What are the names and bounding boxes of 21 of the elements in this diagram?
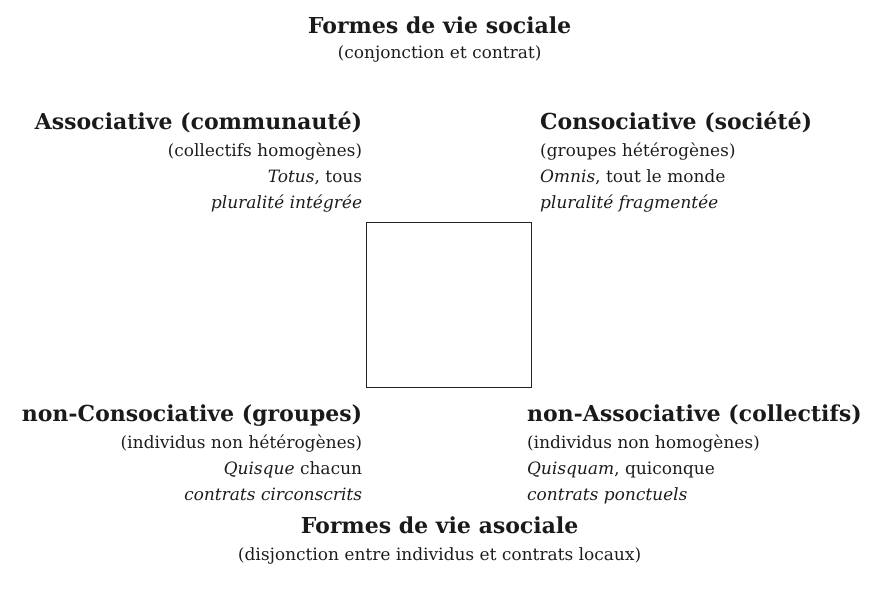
section-heading: non-Consociative (groupes): [22, 402, 362, 428]
description-text: contrats circonscrits: [184, 486, 362, 506]
section-heading: Formes de vie asociale: [300, 514, 580, 540]
subtitle-text: (groupes hétérogènes): [540, 142, 736, 162]
section-heading: Consociative (société): [540, 110, 812, 136]
description-text: contrats ponctuels: [527, 486, 688, 506]
empty-square: [366, 222, 532, 388]
description-text: pluralité fragmentée: [540, 194, 718, 214]
subtitle-text: (disjonction entre individus et contrats locaux): [236, 546, 642, 566]
description-text: pluralité intégrée: [210, 194, 362, 214]
subtitle-text: (individus non homogènes): [527, 434, 760, 454]
description-text: Totus, tous: [268, 168, 362, 188]
section-heading: Associative (communauté): [34, 110, 362, 136]
description-text: Quisquam, quiconque: [527, 460, 715, 480]
description-text: Omnis, tout le monde: [540, 168, 726, 188]
subtitle-text: (collectifs homogènes): [168, 142, 362, 162]
section-heading: Formes de vie sociale: [306, 14, 572, 40]
description-text: Quisque chacun: [224, 460, 362, 480]
subtitle-text: (conjonction et contrat): [336, 44, 542, 64]
section-heading: non-Associative (collectifs): [527, 402, 862, 428]
subtitle-text: (individus non hétérogènes): [120, 434, 362, 454]
